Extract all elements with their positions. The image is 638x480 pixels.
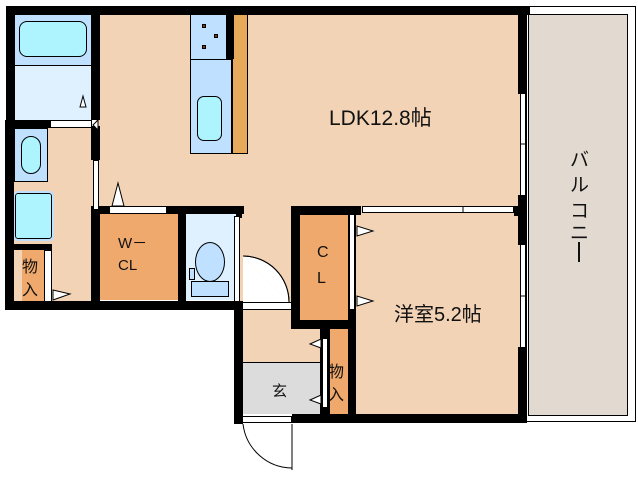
wall [5,301,243,310]
kitchen-wall-stub [226,14,234,59]
wall [236,206,242,218]
wall [518,347,527,423]
wall [6,6,15,120]
bathtub-icon [19,21,87,57]
stove-burner-icon [214,34,218,38]
closet [300,214,348,320]
balcony-label-5-bar [578,242,580,262]
western-room-floor [355,214,520,418]
wic-door[interactable] [109,206,167,214]
wall [348,206,356,422]
closet-label-1: C [317,244,329,261]
storage-entrance-door[interactable] [322,338,328,408]
entrance-door[interactable] [242,416,292,423]
balcony-label-2: ル [570,174,590,196]
closet-door[interactable] [349,214,355,310]
storage-left-door[interactable] [44,250,52,302]
wall [91,6,100,120]
storage-left-label-2: 入 [22,280,39,299]
walk-in-closet-label-1: W－ [118,235,148,252]
entrance-label: 玄 [272,382,288,400]
stove-burner-icon [202,45,206,49]
sliding-door-washroom[interactable] [93,160,99,210]
walk-in-closet-label-2: CL [118,257,138,274]
ldk-label: LDK12.8帖 [329,107,432,130]
wall [234,302,243,424]
storage-left-label-1: 物 [22,257,39,276]
wall [178,206,186,306]
toilet-tank-icon [191,281,229,297]
entrance [242,362,330,414]
washing-machine-icon [13,191,54,241]
closet-label-2: L [317,270,326,287]
storage-left [22,250,44,304]
wall [291,206,361,215]
storage-entrance-label-2: 入 [328,385,345,404]
storage-entrance [329,329,349,415]
sliding-door-western[interactable] [362,206,514,213]
hall-door[interactable] [242,302,292,310]
toilet-paper-icon [189,268,195,280]
balcony-label-3: コ [570,200,590,222]
stove-divider [190,59,232,60]
toilet-bowl-icon [195,242,225,282]
wall [291,206,300,328]
wall [91,126,100,160]
bathroom-door[interactable] [50,120,92,128]
wall [292,414,524,423]
western-room-label: 洋室5.2帖 [394,304,482,326]
wall [518,6,527,94]
wall [6,6,530,15]
kitchen-sink-icon [197,96,222,141]
washbasin-icon [21,136,41,174]
sliding-door-toilet[interactable] [234,216,240,302]
wall [518,195,527,245]
ldk-floor [96,14,524,214]
wall [91,206,244,214]
walk-in-closet [100,214,178,300]
wall [91,210,100,310]
wall [6,120,50,128]
balcony-label-1: バ [570,149,590,171]
wall [5,120,14,310]
wall [14,244,52,250]
balcony-label-4: ニ [570,222,590,244]
storage-entrance-label-1: 物 [328,362,345,381]
stove-burner-icon [202,24,206,28]
balcony-floor [528,14,628,416]
